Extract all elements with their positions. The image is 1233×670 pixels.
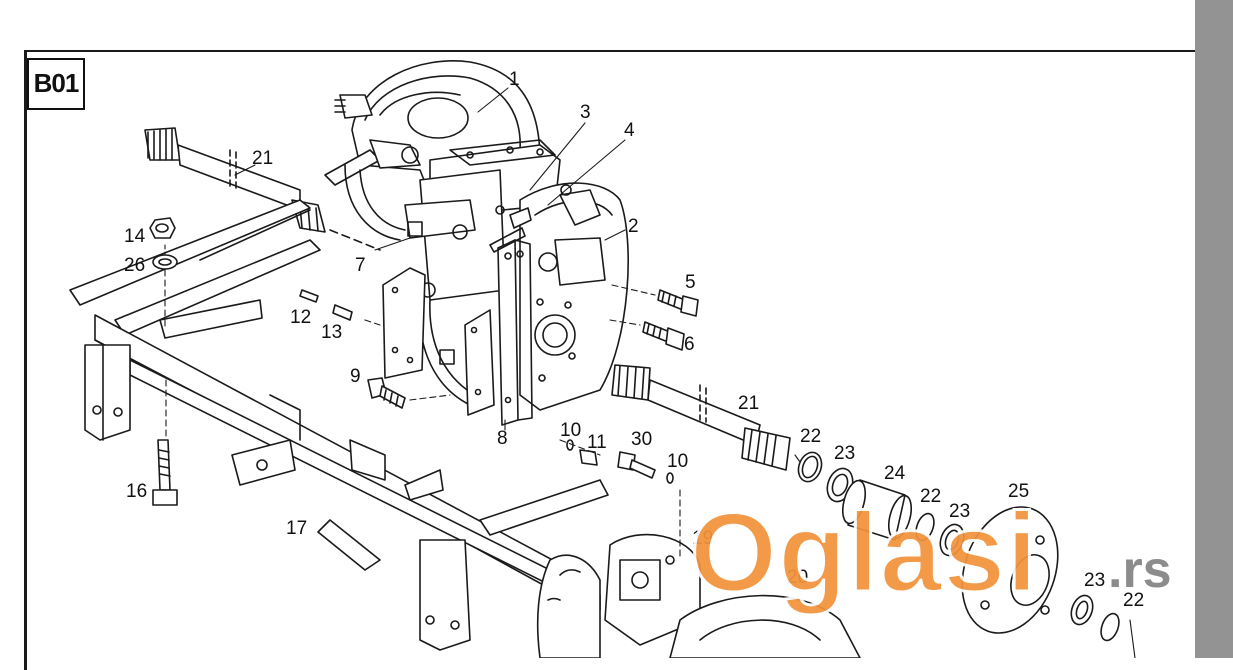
bolt-9 xyxy=(367,377,406,409)
callout-22-b: 22 xyxy=(920,486,942,507)
callout-1: 1 xyxy=(509,69,520,90)
circlip-22-a xyxy=(797,451,823,483)
callout-25: 25 xyxy=(1008,481,1030,502)
callout-24: 24 xyxy=(884,463,906,484)
mounting-plates xyxy=(382,267,495,416)
bolt-16 xyxy=(152,439,178,506)
callout-16: 16 xyxy=(126,481,148,502)
callout-4: 4 xyxy=(624,120,635,141)
callout-10-b: 10 xyxy=(667,451,689,472)
callout-8: 8 xyxy=(497,428,508,449)
leader-lines xyxy=(164,87,1136,658)
callout-2: 2 xyxy=(628,216,639,237)
flange-25 xyxy=(961,506,1059,634)
callout-21-top: 21 xyxy=(252,148,274,169)
callout-22-c: 22 xyxy=(1123,590,1145,611)
circlip-22-c xyxy=(1100,612,1120,642)
diagram-frame xyxy=(24,50,1195,670)
callout-22-a: 22 xyxy=(800,426,822,447)
callout-6: 6 xyxy=(684,334,695,355)
callout-23-c: 23 xyxy=(1084,570,1106,591)
plate-8 xyxy=(489,227,533,426)
shaft-21-right xyxy=(611,364,791,471)
watermark-logo: Oglasi xyxy=(688,489,1039,617)
watermark-domain: .rs xyxy=(1108,541,1172,599)
vertical-scrollbar[interactable] xyxy=(1195,0,1233,658)
callout-17: 17 xyxy=(286,518,308,539)
bolt-5 xyxy=(657,289,699,317)
circlip-22-b xyxy=(915,512,935,542)
callout-14: 14 xyxy=(124,226,146,247)
callout-26: 26 xyxy=(124,255,146,276)
callout-19: 19 xyxy=(692,528,714,549)
shaft-21-top xyxy=(144,127,381,251)
washer-23-b xyxy=(939,523,965,557)
nut-14 xyxy=(149,217,176,239)
callout-13: 13 xyxy=(321,322,343,343)
callout-9: 9 xyxy=(350,366,361,387)
small-parts xyxy=(566,439,674,484)
callout-7: 7 xyxy=(355,255,366,276)
callout-3: 3 xyxy=(580,102,591,123)
callout-5: 5 xyxy=(685,272,696,293)
callout-10-a: 10 xyxy=(560,420,582,441)
washer-26 xyxy=(152,254,178,270)
frame-17 xyxy=(69,199,609,651)
callout-21-right: 21 xyxy=(738,393,760,414)
callout-30: 30 xyxy=(631,429,653,450)
callout-20: 20 xyxy=(787,567,809,588)
bush-24 xyxy=(841,479,913,541)
bolt-6 xyxy=(642,321,685,351)
callout-23-a: 23 xyxy=(834,443,856,464)
side-cover xyxy=(495,182,629,411)
sheet-code-label: B01 xyxy=(27,58,85,110)
callout-12: 12 xyxy=(290,307,312,328)
callout-23-b: 23 xyxy=(949,501,971,522)
callout-11: 11 xyxy=(587,432,607,453)
washer-23-c xyxy=(1070,594,1094,626)
hub-and-caliper xyxy=(536,533,861,658)
pins-12-13 xyxy=(299,289,353,321)
